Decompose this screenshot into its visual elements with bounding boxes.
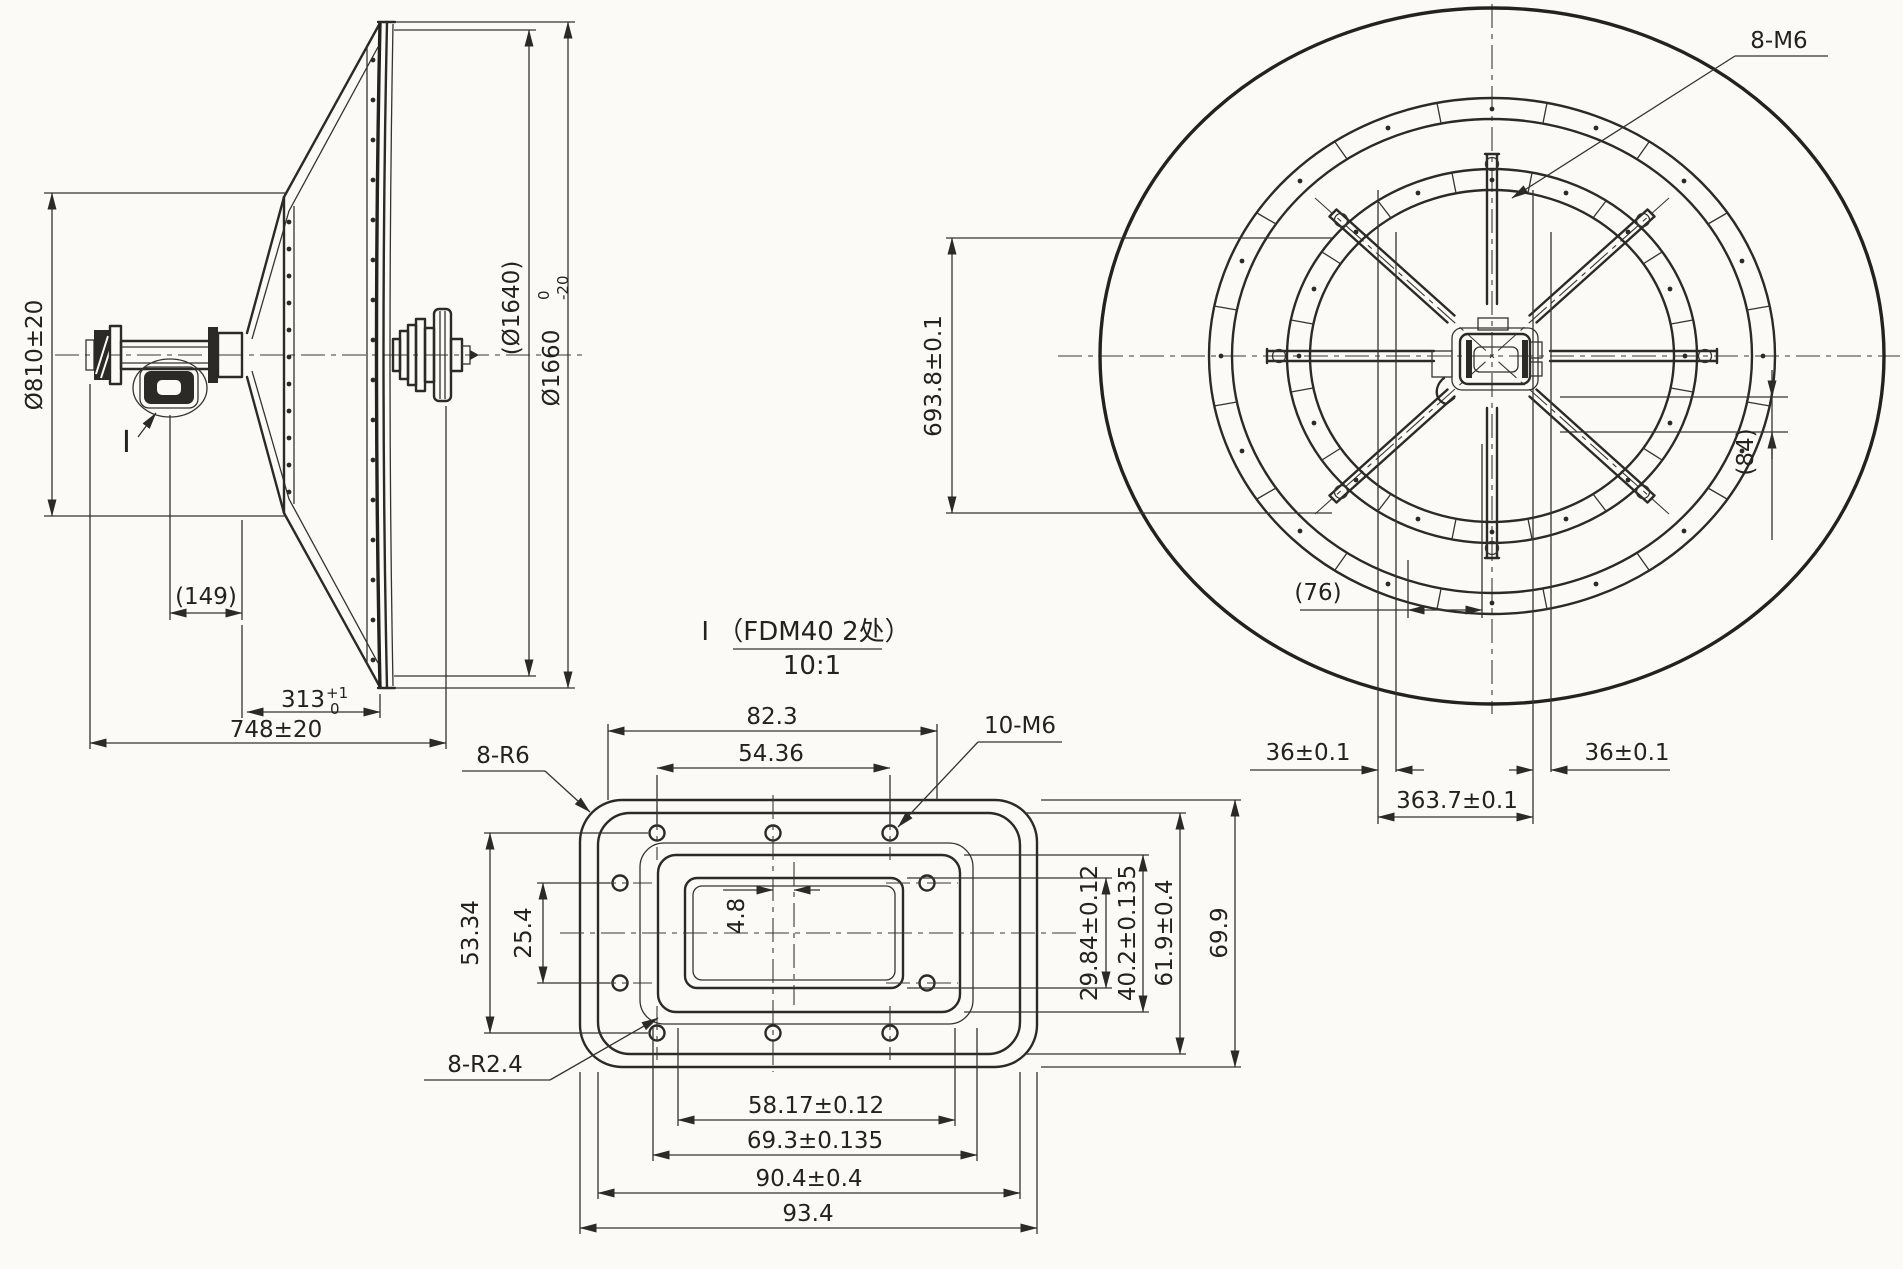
dim-363: 363.7±0.1 <box>1377 788 1534 822</box>
dim-61-9-label: 61.9±0.4 <box>1152 879 1178 986</box>
dim-76: (76) <box>1294 444 1483 618</box>
dim-29-84-label: 29.84±0.12 <box>1077 865 1103 1001</box>
detail-title-text: I （FDM40 2处） <box>701 617 910 647</box>
dim-313-tol-upper: +1 <box>326 684 348 702</box>
dim-36-right: 36±0.1 <box>1509 740 1670 775</box>
dim-90-4-label: 90.4±0.4 <box>755 1166 862 1192</box>
detail-view: I （FDM40 2处） 10:1 82.3 54.36 10-M6 <box>424 617 1241 1234</box>
spokes <box>1265 152 1719 560</box>
label-8m6: 8-M6 <box>1511 28 1828 199</box>
label-8r6-text: 8-R6 <box>476 743 530 769</box>
dim-149-label: (149) <box>175 584 237 610</box>
dim-25-4: 25.4 <box>511 882 610 984</box>
dim-58-17-label: 58.17±0.12 <box>748 1093 884 1119</box>
dim-693-label: 693.8±0.1 <box>921 315 947 437</box>
dim-82-3: 82.3 <box>607 704 938 800</box>
dish-rivets <box>370 57 376 663</box>
dim-61-9: 61.9±0.4 <box>1024 812 1186 1055</box>
dim-dia1660-tol-upper: 0 <box>535 290 553 300</box>
dish-rim <box>1098 6 1886 706</box>
dim-76-label: (76) <box>1294 580 1341 606</box>
dim-dia810-label: Ø810±20 <box>22 300 48 411</box>
dim-69-9: 69.9 <box>1041 799 1241 1068</box>
dim-93-4-label: 93.4 <box>782 1201 833 1227</box>
front-view: 8-M6 693.8±0.1 (84) (76) 36±0.1 36±0.1 3… <box>921 4 1900 824</box>
dim-54-36: 54.36 <box>656 741 891 824</box>
reflector-dish <box>374 20 397 690</box>
dim-dia1640: (Ø1640) <box>394 29 536 677</box>
dim-748: 748±20 <box>89 384 447 749</box>
detail-scale-text: 10:1 <box>783 651 841 681</box>
dim-4-8: 4.8 <box>723 885 820 935</box>
dim-36-left: 36±0.1 <box>1250 740 1424 775</box>
support-cone <box>245 21 382 689</box>
hub-extension-lines <box>1377 190 1552 824</box>
dim-29-84: 29.84±0.12 <box>907 865 1112 1001</box>
dim-36-left-label: 36±0.1 <box>1265 740 1350 766</box>
feed-assembly <box>85 324 213 386</box>
dim-53-34: 53.34 <box>458 832 648 1034</box>
dim-dia1660: Ø1660 0 -20 <box>394 21 575 689</box>
dim-69-3-label: 69.3±0.135 <box>747 1128 883 1154</box>
dim-693: 693.8±0.1 <box>921 237 1332 514</box>
outer-ring <box>1207 96 1777 616</box>
label-8r24-text: 8-R2.4 <box>447 1052 523 1078</box>
dim-dia1660-tol-lower: -20 <box>554 276 572 301</box>
rear-hub <box>391 307 479 403</box>
dim-69-9-label: 69.9 <box>1207 907 1233 958</box>
dim-69-3: 69.3±0.135 <box>652 1028 978 1161</box>
dim-36-right-label: 36±0.1 <box>1584 740 1669 766</box>
dim-313-label: 313 <box>281 687 325 713</box>
dim-313: 313 +1 0 <box>241 625 381 718</box>
dim-dia1640-label: (Ø1640) <box>499 261 525 356</box>
dim-84-label: (84) <box>1733 428 1759 475</box>
dim-748-label: 748±20 <box>230 717 322 743</box>
label-10m6-text: 10-M6 <box>984 713 1056 739</box>
dim-313-tol-lower: 0 <box>330 700 340 718</box>
detail-marker-label: I <box>122 425 131 460</box>
dim-90-4: 90.4±0.4 <box>597 1072 1021 1199</box>
dim-54-36-label: 54.36 <box>738 741 804 767</box>
dim-84: (84) <box>1560 370 1788 540</box>
hub-hook <box>1435 376 1456 406</box>
label-8r24: 8-R2.4 <box>424 1017 659 1081</box>
dim-363-label: 363.7±0.1 <box>1396 788 1518 814</box>
side-view: Ø810±20 (Ø1640) Ø1660 0 -20 (149) 313 +1… <box>22 20 585 749</box>
label-10m6: 10-M6 <box>897 713 1062 828</box>
dim-93-4: 93.4 <box>579 1072 1038 1234</box>
dim-25-4-label: 25.4 <box>511 907 537 958</box>
detail-callout-I: I <box>122 412 157 460</box>
dim-149: (149) <box>169 415 243 620</box>
dim-40-2: 40.2±0.135 <box>964 854 1149 1013</box>
center-hub <box>1431 317 1543 406</box>
ring-rivets <box>286 219 292 495</box>
hub-apex <box>208 327 244 383</box>
dim-58-17: 58.17±0.12 <box>677 1028 956 1126</box>
dim-dia810: Ø810±20 <box>22 192 286 517</box>
flange-centerlines <box>560 795 1080 1072</box>
dim-dia1660-label: Ø1660 <box>539 330 565 407</box>
dim-82-3-label: 82.3 <box>746 704 797 730</box>
label-8r6: 8-R6 <box>462 743 591 813</box>
waveguide-flange-detail <box>132 358 208 418</box>
dim-40-2-label: 40.2±0.135 <box>1115 865 1141 1001</box>
dim-4-8-label: 4.8 <box>724 898 750 935</box>
detail-title: I （FDM40 2处） 10:1 <box>701 617 910 681</box>
inner-ring <box>1285 167 1699 545</box>
front-centerlines-diagonal <box>1314 197 1670 515</box>
dim-53-34-label: 53.34 <box>458 900 484 966</box>
label-8m6-text: 8-M6 <box>1750 28 1807 54</box>
